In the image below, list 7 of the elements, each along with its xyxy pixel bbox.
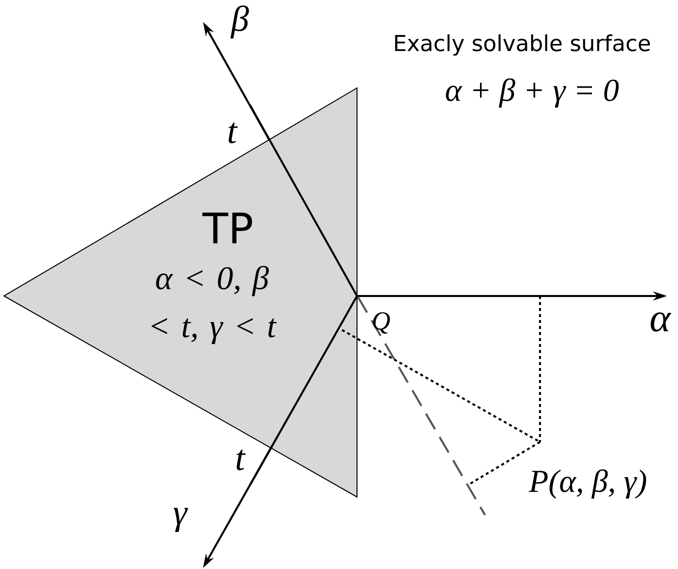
tick-label: t [228, 122, 238, 144]
tick-label: t [236, 450, 246, 470]
equation: α + β + γ = 0 [446, 78, 619, 108]
axis-label: β [230, 5, 249, 38]
heading: Exacly solvable surface [395, 34, 650, 56]
point-label: P(α, β, γ) [528, 469, 646, 499]
axis-label: α [650, 312, 672, 332]
